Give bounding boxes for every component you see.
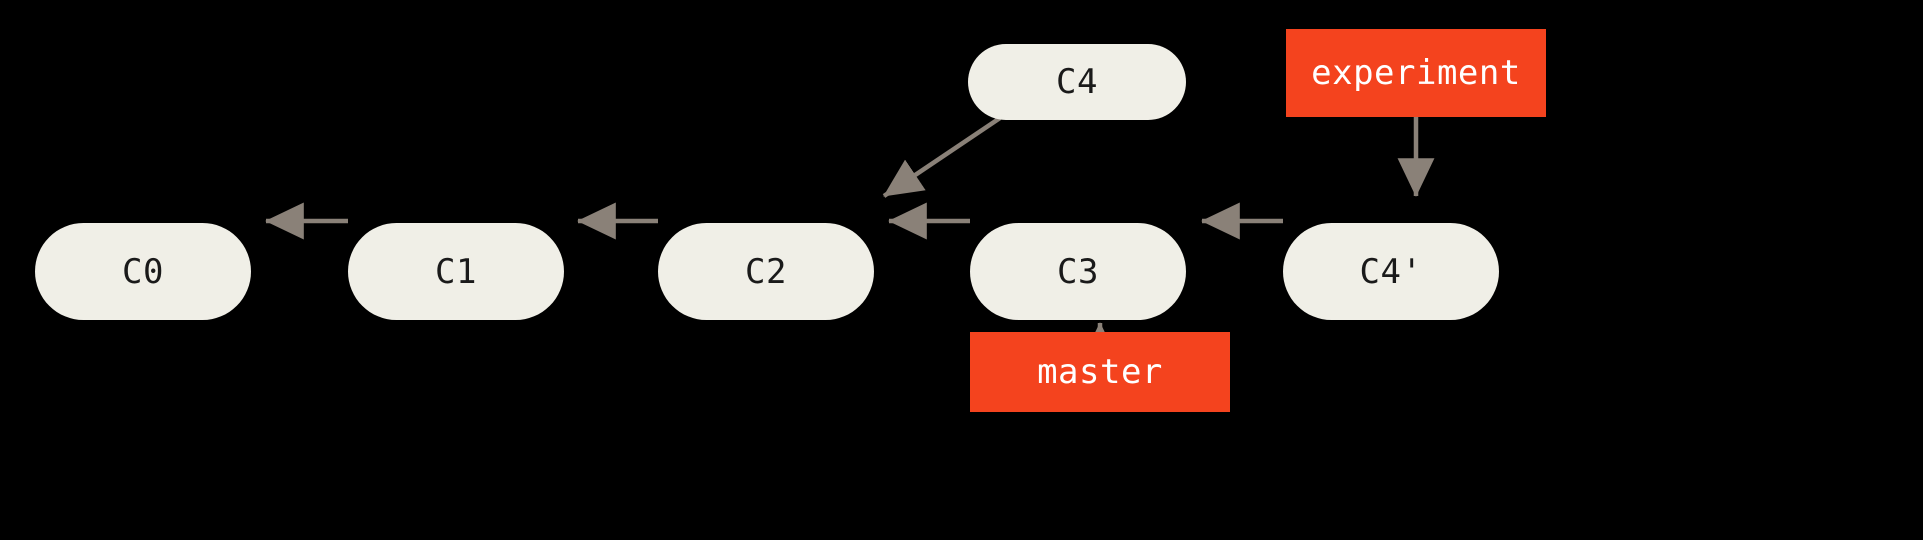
commit-node-c0[interactable]: C0 (35, 223, 251, 320)
commit-label-c0: C0 (122, 251, 164, 292)
commit-node-c1[interactable]: C1 (348, 223, 564, 320)
commit-label-c4-prime: C4' (1359, 251, 1423, 292)
edge-c4-to-c2 (882, 116, 1002, 198)
commit-node-c3[interactable]: C3 (970, 223, 1186, 320)
commit-label-c1: C1 (435, 251, 477, 292)
commit-node-c4-prime[interactable]: C4' (1283, 223, 1499, 320)
branch-ref-label-master: master (1037, 352, 1163, 392)
branch-ref-label-experiment: experiment (1311, 53, 1521, 93)
commit-label-c3: C3 (1057, 251, 1099, 292)
branch-ref-master[interactable]: master (970, 332, 1230, 412)
commit-node-c2[interactable]: C2 (658, 223, 874, 320)
commit-label-c2: C2 (745, 251, 787, 292)
commit-node-c4[interactable]: C4 (968, 44, 1186, 120)
commit-label-c4: C4 (1056, 62, 1098, 102)
branch-ref-experiment[interactable]: experiment (1286, 29, 1546, 117)
